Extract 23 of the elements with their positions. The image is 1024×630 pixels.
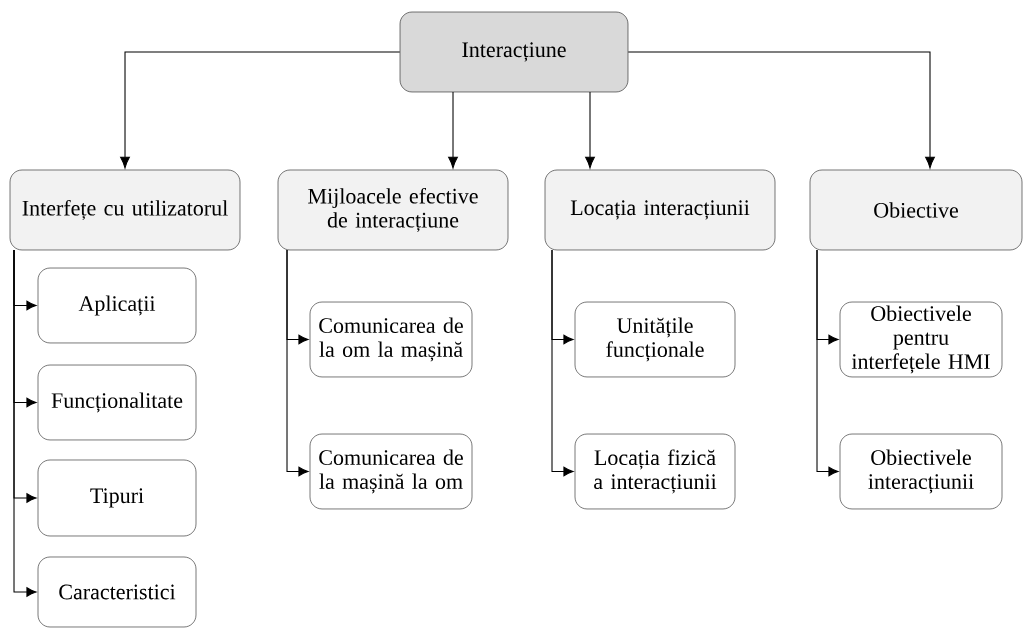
process-box: Obiectivele pentru interfețele HMI xyxy=(839,301,1003,378)
process-box: Caracteristici xyxy=(37,556,197,628)
process-box: Obiectivele interacțiunii xyxy=(839,433,1003,510)
process-box: Unitățile funcționale xyxy=(574,301,736,378)
arrow xyxy=(286,249,309,477)
process-box: Interacțiune xyxy=(399,11,629,93)
process-box: Interfețe cu utilizatorul xyxy=(9,169,241,251)
arrow xyxy=(448,91,458,169)
process-box: Obiective xyxy=(809,169,1023,251)
process-box: Tipuri xyxy=(37,459,197,537)
arrow xyxy=(627,51,935,169)
arrow xyxy=(120,51,401,169)
process-box: Comunicarea de la mașină la om xyxy=(309,433,473,510)
process-box: Mijloacele efective de interacțiune xyxy=(277,169,509,251)
arrow xyxy=(585,91,595,169)
process-box: Funcționalitate xyxy=(37,364,197,441)
arrow xyxy=(551,249,574,477)
process-box: Comunicarea de la om la mașină xyxy=(309,301,473,378)
process-box: Aplicații xyxy=(37,267,197,344)
arrow xyxy=(13,249,37,597)
arrow xyxy=(816,249,839,477)
process-box: Locația fizică a interacțiunii xyxy=(574,433,736,510)
process-box: Locația interacțiunii xyxy=(544,169,776,251)
